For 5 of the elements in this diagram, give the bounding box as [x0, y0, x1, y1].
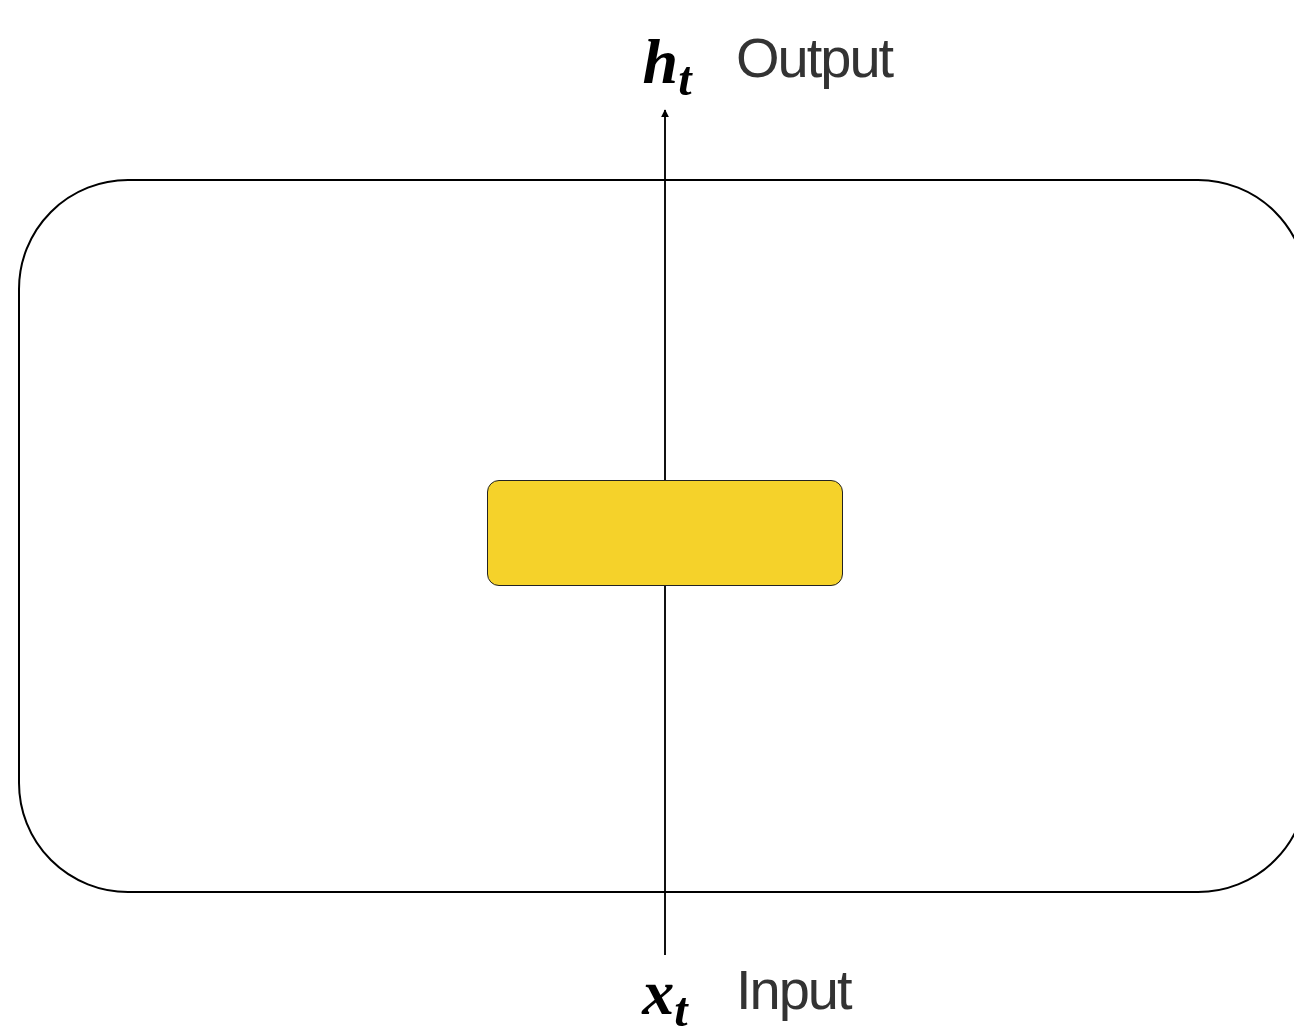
rounded-box [18, 179, 1294, 893]
variable-label: h$_{t}$ [632, 14, 702, 110]
arrow [661, 109, 669, 481]
filled-box [487, 480, 843, 586]
variable-label: x$_{t}$ [632, 955, 698, 1031]
